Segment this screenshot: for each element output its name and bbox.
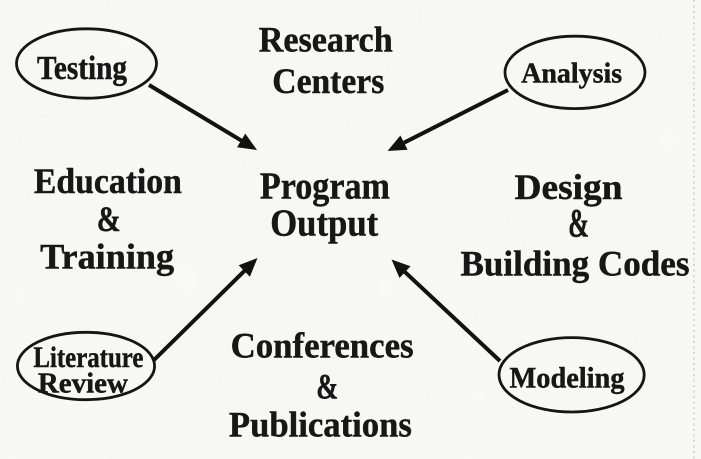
svg-text:Training: Training [40,237,174,277]
svg-text:&: & [568,200,589,245]
svg-text:Centers: Centers [272,61,384,101]
svg-text:Publications: Publications [229,404,412,444]
svg-text:Conferences: Conferences [231,326,414,366]
svg-text:Output: Output [270,203,378,245]
svg-text:Modeling: Modeling [510,362,625,395]
svg-text:Testing: Testing [37,50,127,87]
svg-text:Literature: Literature [33,341,143,374]
svg-text:&: & [316,367,338,407]
svg-text:Education: Education [34,161,182,201]
svg-text:Program: Program [260,166,390,208]
svg-text:Analysis: Analysis [521,57,622,89]
svg-text:Review: Review [38,368,129,399]
svg-text:&: & [97,199,121,239]
svg-text:Design: Design [515,167,623,207]
svg-text:Research: Research [259,19,393,59]
svg-text:Building Codes: Building Codes [461,243,690,283]
